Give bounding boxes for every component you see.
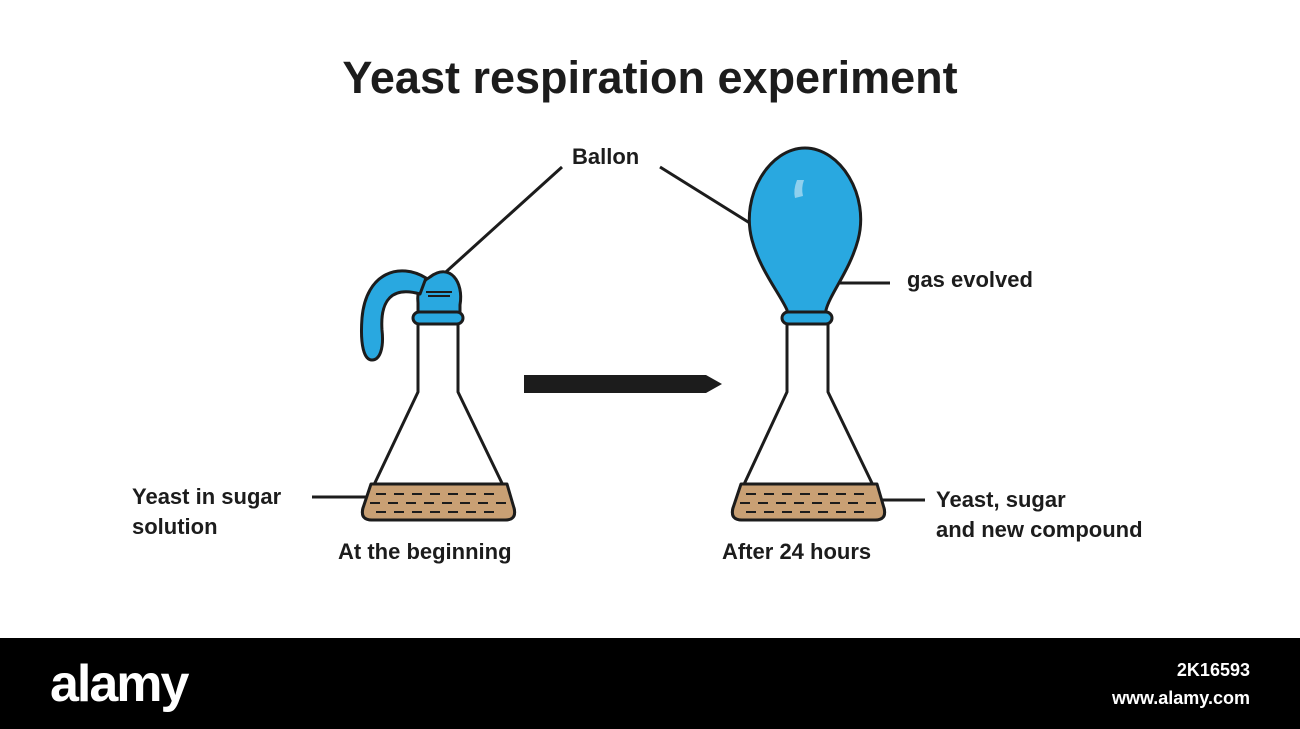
left-caption: At the beginning (338, 539, 512, 564)
balloon-label: Ballon (572, 144, 640, 169)
right-solution (730, 482, 887, 522)
image-id: 2K16593 (1176, 660, 1250, 680)
site-url: www.alamy.com (1111, 688, 1250, 708)
diagram-title: Yeast respiration experiment (342, 52, 958, 103)
right-solution-label: Yeast, sugar and new compound (936, 485, 1143, 545)
left-solution-label-line-2: solution (132, 514, 218, 539)
brand-logo: alamy (50, 655, 189, 713)
left-flask (360, 269, 517, 522)
balloon-leader-left (435, 165, 564, 282)
left-solution-label-line-1: Yeast in sugar (132, 484, 282, 509)
gas-evolved-label: gas evolved (907, 267, 1033, 292)
right-balloon (747, 146, 863, 320)
watermark-footer: alamy 2K16593 www.alamy.com (0, 638, 1300, 729)
right-solution-label-line-1: Yeast, sugar (936, 487, 1066, 512)
process-arrow (524, 375, 722, 393)
right-solution-label-line-2: and new compound (936, 517, 1143, 542)
diagram-art (312, 146, 925, 522)
right-flask (730, 146, 887, 522)
diagram: Yeast respiration experiment (132, 52, 1143, 564)
left-solution (360, 482, 517, 522)
left-solution-label: Yeast in sugar solution (132, 482, 281, 542)
right-caption: After 24 hours (722, 539, 872, 564)
